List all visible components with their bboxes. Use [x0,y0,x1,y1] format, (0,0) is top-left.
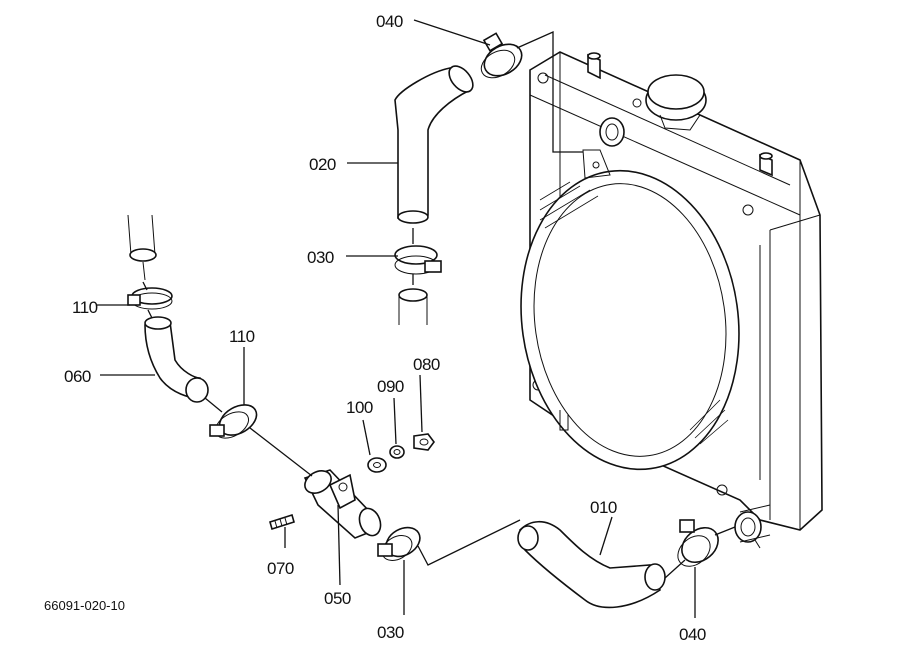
clamp-030-bottom [377,526,421,561]
washer-100 [367,457,387,473]
label-060: 060 [64,367,91,386]
nut-080 [413,433,435,451]
label-110-left: 110 [72,298,98,317]
upper-hose [394,65,474,224]
figure-code: 66091-020-10 [44,598,125,613]
stud-bolt [269,513,295,531]
part-labels: 040 020 030 110 110 060 100 090 080 010 … [44,12,706,644]
left-pipe [127,214,157,281]
label-040-top: 040 [376,12,403,31]
leader-lines [97,19,736,618]
filler-cap [645,74,707,131]
label-020: 020 [309,155,336,174]
label-010: 010 [590,498,617,517]
label-050: 050 [324,589,351,608]
clamp-110-mid [209,404,258,439]
label-080: 080 [413,355,440,374]
label-070: 070 [267,559,294,578]
label-030-top: 030 [307,248,334,267]
label-090: 090 [377,377,404,396]
label-040-bottom: 040 [679,625,706,644]
clamp-030-top [394,245,442,275]
label-110-mid: 110 [229,327,255,346]
washer-090 [389,445,405,459]
engine-outlet-pipe [398,288,428,325]
clamp-040-bottom [677,519,719,567]
clamp-110-left [127,287,173,310]
clamp-040-top [480,32,523,79]
lower-hose [517,520,666,609]
label-100: 100 [346,398,373,417]
radiator [520,51,823,549]
fan-shroud [520,149,740,471]
bypass-hose [144,316,209,403]
water-pipe [303,469,382,539]
label-030-bottom: 030 [377,623,404,642]
